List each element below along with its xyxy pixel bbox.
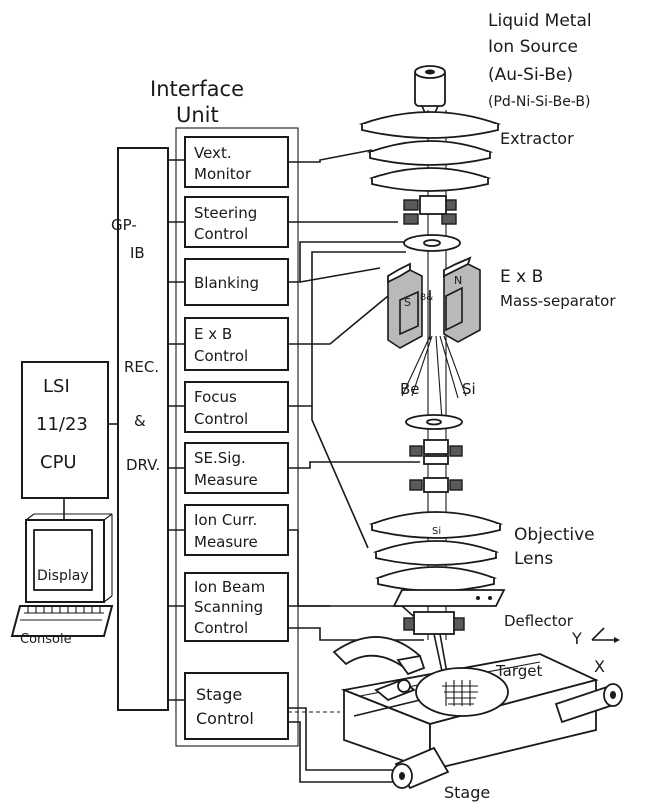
module-ioncurr-label-1: Ion Curr. <box>194 511 257 529</box>
module-stage-label-2: Control <box>196 709 254 728</box>
module-scan-label-2: Scanning <box>194 598 263 616</box>
axis-indicator <box>592 628 620 643</box>
objective-label-line1: Objective <box>514 525 595 545</box>
axis-x-label: X <box>594 657 605 676</box>
module-exb-label-2: Control <box>194 347 248 365</box>
blanking-plate <box>404 235 460 251</box>
separated-beams <box>402 336 466 420</box>
module-se-label-2: Measure <box>194 471 258 489</box>
module-focus-label-1: Focus <box>194 388 237 406</box>
source-label-line2: Ion Source <box>488 37 578 57</box>
exb-mass-separator <box>388 258 480 348</box>
console-label: Console <box>20 632 72 647</box>
module-exb-label-1: E x B <box>194 325 232 343</box>
module-vext-monitor-label-2: Monitor <box>194 165 252 183</box>
display-monitor <box>26 514 112 602</box>
magnet-n-label: N <box>454 274 462 287</box>
source-label-line3: (Au-Si-Be) <box>488 65 573 85</box>
bus-label-drv: DRV. <box>126 456 160 474</box>
module-stage-control <box>168 673 288 739</box>
bus-label-amp: & <box>134 412 146 430</box>
module-se-label-1: SE.Sig. <box>194 449 246 467</box>
module-ioncurr-label-2: Measure <box>194 533 258 551</box>
module-steering-label-2: Control <box>194 225 248 243</box>
display-label: Display <box>37 568 89 584</box>
extractor-electrodes <box>362 112 498 191</box>
module-scan-label-1: Ion Beam <box>194 578 265 596</box>
cpu-label-1: LSI <box>43 376 70 397</box>
axis-y-label: Y <box>571 629 582 648</box>
extractor-label: Extractor <box>500 129 574 148</box>
mass-aperture <box>406 415 462 429</box>
module-steering-label-1: Steering <box>194 204 257 222</box>
module-stage-label-1: Stage <box>196 685 242 704</box>
si-beam-label: Si <box>462 380 476 398</box>
stage-label: Stage <box>444 783 490 802</box>
exb-label-line1: E x B <box>500 267 543 287</box>
cpu-label-3: CPU <box>40 452 77 473</box>
bus-label-gp: GP- <box>111 216 137 234</box>
interface-title-line1: Interface <box>150 77 244 101</box>
module-vext-monitor-label-1: Vext. <box>194 144 232 162</box>
target-label: Target <box>495 662 543 680</box>
bus-label-rec: REC. <box>124 358 159 376</box>
cpu-label-2: 11/23 <box>36 414 88 435</box>
deflector-label: Deflector <box>504 612 574 630</box>
module-scan-label-3: Control <box>194 619 248 637</box>
source-label-line1: Liquid Metal <box>488 11 592 31</box>
se-detector-horn <box>334 637 424 674</box>
target-wafer <box>416 668 508 716</box>
source-label-line4: (Pd-Ni-Si-Be-B) <box>488 94 590 110</box>
bus-label-ib: IB <box>130 244 145 262</box>
magnet-s-label-top: S <box>404 296 411 309</box>
se-detector-plate <box>394 590 504 606</box>
objective-label-line2: Lens <box>514 549 553 569</box>
be-beam-label: Be <box>400 380 420 398</box>
objective-lens <box>372 512 500 591</box>
steering-coils <box>404 196 456 224</box>
objective-si-label: Si <box>432 526 441 537</box>
lower-steering <box>410 440 462 492</box>
module-blanking-label: Blanking <box>194 274 259 292</box>
interface-title-line2: Unit <box>176 103 219 127</box>
module-focus-label-2: Control <box>194 410 248 428</box>
beam-mix-label: B& <box>420 293 433 303</box>
exb-label-line2: Mass-separator <box>500 292 616 310</box>
